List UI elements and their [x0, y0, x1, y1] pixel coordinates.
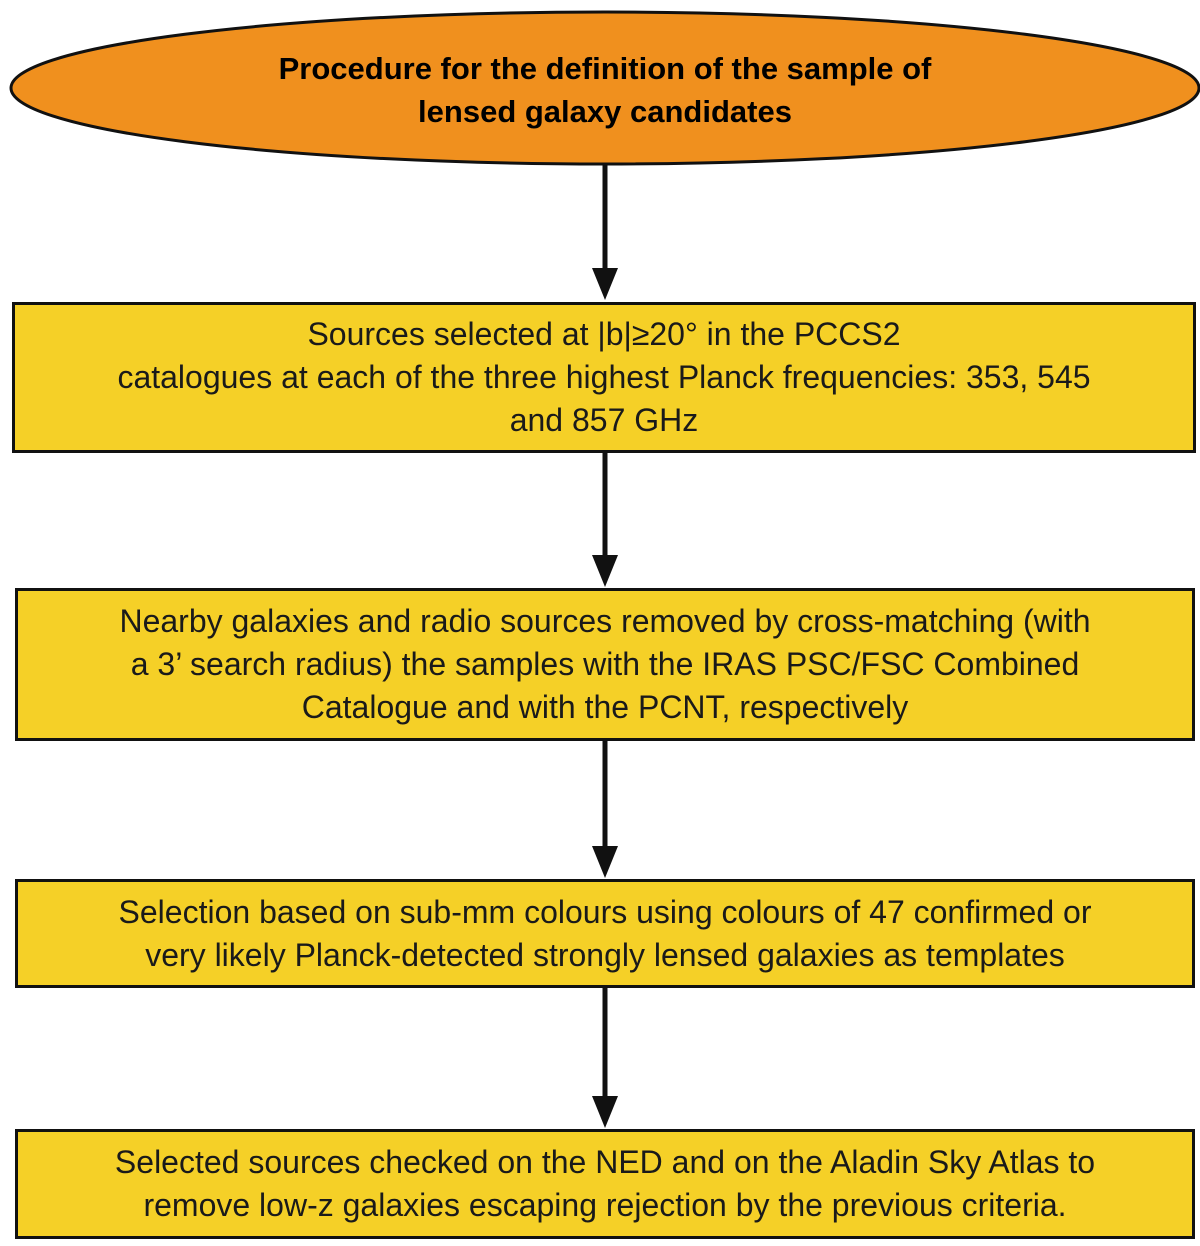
step-1-line-1: Sources selected at |b|≥20° in the PCCS2 [307, 316, 901, 352]
step-2-line-1: Nearby galaxies and radio sources remove… [119, 603, 1091, 639]
arrow-step1-to-step2 [592, 453, 618, 587]
title-line-1: Procedure for the definition of the samp… [278, 51, 932, 86]
step-2-line-3: Catalogue and with the PCNT, respectivel… [301, 689, 909, 725]
arrow-step2-to-step3 [592, 741, 618, 878]
arrow-step3-to-step4 [592, 988, 618, 1128]
step-3-box: Selection based on sub-mm colours using … [15, 879, 1195, 988]
step-3-line-1: Selection based on sub-mm colours using … [118, 893, 1092, 930]
step-1-box: Sources selected at |b|≥20° in the PCCS2… [12, 302, 1196, 453]
step-2-box: Nearby galaxies and radio sources remove… [15, 588, 1195, 741]
step-4-line-1: Selected sources checked on the NED and … [114, 1144, 1096, 1180]
title-line-2: lensed galaxy candidates [418, 94, 792, 129]
step-1-line-2: catalogues at each of the three highest … [117, 359, 1091, 395]
step-2-line-2: a 3’ search radius) the samples with the… [130, 646, 1080, 682]
step-1-line-3: and 857 GHz [509, 402, 699, 438]
flowchart-title: Procedure for the definition of the samp… [120, 42, 1090, 138]
step-4-line-2: remove low-z galaxies escaping rejection… [143, 1187, 1067, 1223]
step-4-box: Selected sources checked on the NED and … [15, 1129, 1195, 1239]
step-3-line-2: very likely Planck-detected strongly len… [145, 936, 1065, 973]
arrow-title-to-step1 [592, 164, 618, 300]
